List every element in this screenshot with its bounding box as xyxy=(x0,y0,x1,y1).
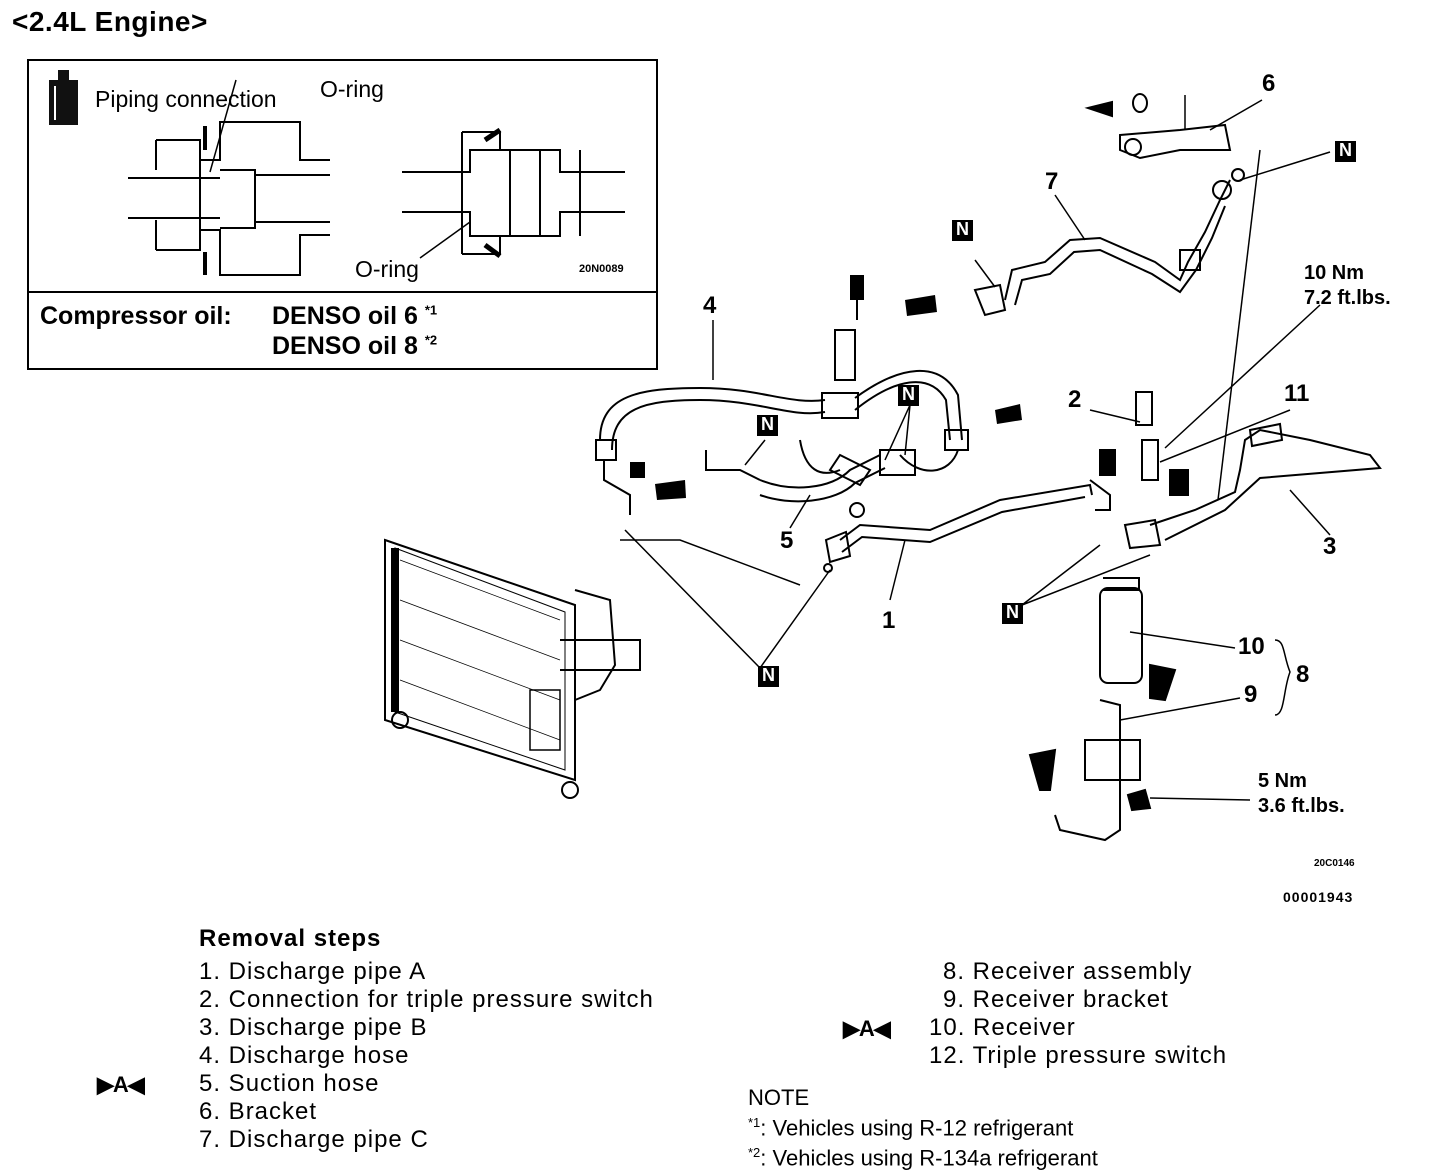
torque-3-6ftlbs: 3.6 ft.lbs. xyxy=(1258,795,1345,817)
n-markers xyxy=(757,141,1356,687)
callout-10: 10 xyxy=(1238,633,1265,660)
oil-can-icon xyxy=(49,70,78,125)
discharge-pipe-a xyxy=(823,479,1111,573)
list-item: 1. Discharge pipe A xyxy=(199,958,427,985)
removal-list-right: 8. Receiver assembly 9. Receiver bracket… xyxy=(929,958,1227,1070)
callout-3: 3 xyxy=(1323,533,1337,560)
note-heading: NOTE xyxy=(748,1085,810,1110)
list-item: 10. Receiver xyxy=(929,1014,1076,1041)
callout-2: 2 xyxy=(1068,386,1082,413)
list-item: 6. Bracket xyxy=(199,1098,318,1125)
service-point-marker: ▶A◀ xyxy=(843,1016,891,1041)
bolts xyxy=(630,275,1022,500)
list-item: 3. Discharge pipe B xyxy=(199,1014,428,1041)
list-item: 7. Discharge pipe C xyxy=(199,1126,429,1153)
discharge-hose xyxy=(595,370,969,515)
list-item: 12. Triple pressure switch xyxy=(929,1042,1228,1069)
service-point-marker: ▶A◀ xyxy=(97,1072,145,1097)
ac-piping-diagram xyxy=(49,70,1382,842)
page-title: <2.4L Engine> xyxy=(12,6,208,37)
callout-5: 5 xyxy=(780,527,794,554)
callout-11: 11 xyxy=(1284,380,1310,407)
piping-connection-left-drawing xyxy=(128,79,330,276)
list-item: 2. Connection for triple pressure switch xyxy=(199,986,654,1013)
callout-4: 4 xyxy=(703,292,717,319)
torque-10nm: 10 Nm xyxy=(1304,262,1365,284)
note-line-2: *2: Vehicles using R-134a refrigerant xyxy=(748,1145,1098,1171)
oil-type-2: DENSO oil 8 *2 xyxy=(272,332,438,360)
removal-steps-heading: Removal steps xyxy=(199,925,382,952)
piping-connection-inset xyxy=(27,59,658,370)
list-item: 9. Receiver bracket xyxy=(943,986,1169,1013)
figure-code: 20C0146 xyxy=(1314,858,1355,869)
n-label: N xyxy=(762,665,775,685)
condenser xyxy=(384,538,641,799)
n-label: N xyxy=(1006,602,1019,622)
bracket xyxy=(1084,93,1245,182)
inset-code: 20N0089 xyxy=(579,263,624,275)
inset-divider xyxy=(29,291,656,293)
piping-connection-label: Piping connection xyxy=(95,86,277,112)
removal-list-left: 1. Discharge pipe A 2. Connection for tr… xyxy=(199,958,654,1154)
callout-6: 6 xyxy=(1262,70,1276,97)
o-ring-label-bottom: O-ring xyxy=(355,256,419,282)
callout-1: 1 xyxy=(882,607,896,634)
o-ring-label-top: O-ring xyxy=(320,76,384,102)
discharge-pipe-c xyxy=(973,179,1232,317)
callout-9: 9 xyxy=(1244,681,1258,708)
compressor-oil-label: Compressor oil: xyxy=(40,302,232,330)
list-item: 5. Suction hose xyxy=(199,1070,380,1097)
oil-type-1: DENSO oil 6 *1 xyxy=(272,302,438,330)
torque-5nm: 5 Nm xyxy=(1258,770,1307,792)
leader-lines xyxy=(620,95,1331,801)
document-code: 00001943 xyxy=(1283,889,1354,905)
note-line-1: *1: Vehicles using R-12 refrigerant xyxy=(748,1115,1074,1141)
callout-8: 8 xyxy=(1296,661,1310,688)
piping-connection-right-drawing xyxy=(402,127,625,259)
callout-7: 7 xyxy=(1045,168,1059,195)
list-item: 4. Discharge hose xyxy=(199,1042,410,1069)
torque-7-2ftlbs: 7.2 ft.lbs. xyxy=(1304,287,1391,309)
discharge-pipe-b xyxy=(1099,391,1382,550)
n-label: N xyxy=(956,219,969,239)
suction-hose xyxy=(705,285,916,503)
n-label: N xyxy=(761,414,774,434)
n-label: N xyxy=(902,384,915,404)
n-label: N xyxy=(1339,140,1352,160)
list-item: 8. Receiver assembly xyxy=(943,958,1193,985)
receiver-assembly xyxy=(1028,577,1177,842)
note: NOTE *1: Vehicles using R-12 refrigerant… xyxy=(748,1085,1098,1171)
